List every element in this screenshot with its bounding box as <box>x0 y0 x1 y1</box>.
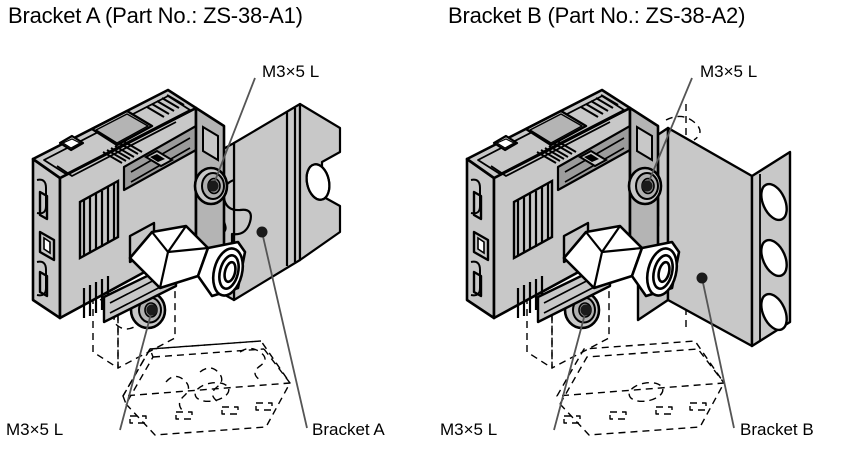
sensor-body <box>31 88 249 330</box>
panel-a-title: Bracket A (Part No.: ZS-38-A1) <box>8 3 303 28</box>
panel-bracket-b: Bracket B (Part No.: ZS-38-A2) <box>434 0 868 451</box>
leader-dots <box>146 180 268 316</box>
bracket-b-plate <box>636 126 792 348</box>
panel-b-title: Bracket B (Part No.: ZS-38-A2) <box>448 3 746 28</box>
leader-lines <box>553 77 735 431</box>
callout-m3-top-b: M3×5 L <box>700 62 758 81</box>
bracket-a-illustration <box>31 77 342 437</box>
callout-m3-bottom-b: M3×5 L <box>440 420 498 439</box>
leader-lines <box>119 77 308 431</box>
callout-m3-top-a: M3×5 L <box>262 62 320 81</box>
sensor-body <box>465 88 681 330</box>
panel-bracket-a: Bracket A (Part No.: ZS-38-A1) <box>6 3 385 439</box>
callout-bracket-a: Bracket A <box>312 420 385 439</box>
callout-m3-bottom-a: M3×5 L <box>6 420 64 439</box>
leader-dots <box>580 180 708 316</box>
callout-bracket-b: Bracket B <box>740 420 814 439</box>
bracket-b-illustration <box>465 77 792 436</box>
